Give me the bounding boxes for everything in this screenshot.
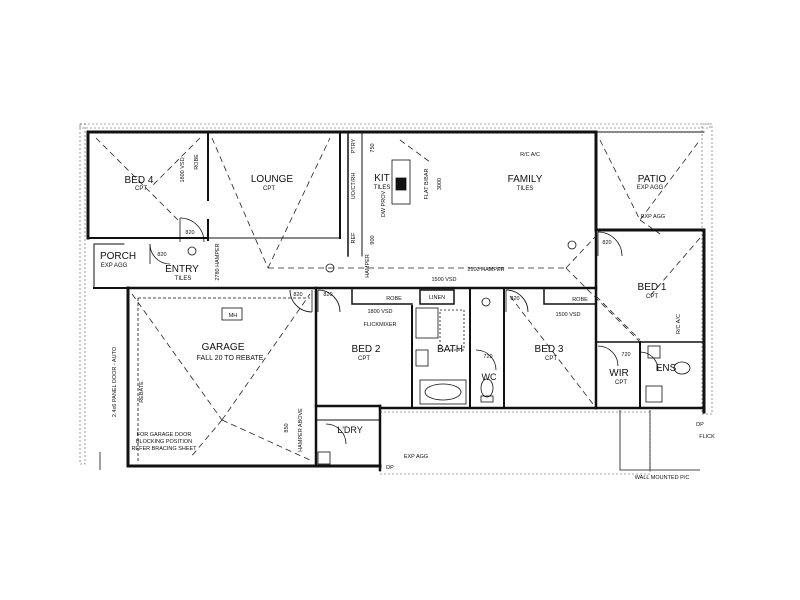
dim-720-bath: 720 bbox=[483, 354, 492, 360]
dim-820-bed3: 820 bbox=[510, 296, 519, 302]
dim-820-garage: 820 bbox=[293, 292, 302, 298]
dim-850: 850 bbox=[284, 423, 290, 432]
dim-820-bed1: 820 bbox=[602, 240, 611, 246]
room-finish-entry: TILES bbox=[175, 276, 192, 282]
shower bbox=[415, 307, 439, 339]
manhole bbox=[221, 307, 243, 321]
vsd-label-bed3: 1500 VSD bbox=[555, 312, 580, 318]
annotations: ROBE LINEN ROBE 1800 VSD 1500 VSD 1500 V… bbox=[131, 152, 715, 481]
wall-mounted-label: WALL MOUNTED P/C bbox=[635, 475, 690, 481]
smoke-detector-icon bbox=[567, 240, 577, 250]
room-name-garage: GARAGE bbox=[202, 342, 245, 353]
mh-label: MH bbox=[229, 313, 238, 319]
room-name-patio: PATIO bbox=[638, 174, 667, 185]
vsd-label-bed2: 1800 VSD bbox=[367, 309, 392, 315]
walls bbox=[86, 130, 706, 472]
room-finish-family: TILES bbox=[517, 186, 534, 192]
robe-label-bed3: ROBE bbox=[572, 297, 588, 303]
room-finish-kit: TILES bbox=[374, 185, 391, 191]
flick-label: FLICK bbox=[699, 434, 715, 440]
rcac-label-bed1: R/C A/C bbox=[676, 314, 682, 334]
room-name-lounge: LOUNGE bbox=[251, 174, 294, 185]
room-name-bed1: BED 1 bbox=[638, 282, 667, 293]
room-finish-bed3: CPT bbox=[545, 356, 557, 362]
hamper-label: HAMPER bbox=[365, 254, 371, 278]
toilet bbox=[480, 378, 494, 398]
garage-note-1: FOR GARAGE DOOR bbox=[137, 432, 192, 438]
smoke-detector-icon bbox=[325, 263, 335, 273]
dp-label-1: DP bbox=[386, 465, 394, 471]
garage-door-label: 2.4x6 PANEL DOOR - AUTO bbox=[112, 346, 118, 417]
rotated-annotations: 1800 VSD ROBE PTRY UO/CT/RH DW PROV FLAT… bbox=[112, 138, 682, 451]
ref-label: REF bbox=[351, 232, 357, 244]
roof-hip-lines bbox=[95, 137, 701, 461]
room-finish-bed2: CPT bbox=[358, 356, 370, 362]
smoke-detector-icon bbox=[481, 297, 491, 307]
room-finish-bed1: CPT bbox=[646, 294, 658, 300]
room-name-ldry: L'DRY bbox=[337, 425, 363, 435]
room-name-ens: ENS bbox=[656, 363, 677, 374]
room-finish-patio: EXP AGG bbox=[637, 185, 664, 191]
flat-bar-label: FLAT B/BAR bbox=[424, 168, 430, 199]
ptry-label: PTRY bbox=[351, 138, 357, 153]
room-finish-garage: FALL 20 TO REBATE bbox=[197, 355, 264, 362]
laundry-tub bbox=[317, 451, 331, 465]
room-finish-lounge: CPT bbox=[263, 186, 275, 192]
room-finish-wir: CPT bbox=[615, 380, 627, 386]
room-name-entry: ENTRY bbox=[165, 264, 199, 275]
room-finish-bed4: CPT bbox=[135, 186, 147, 192]
dim-3000: 3000 bbox=[437, 178, 443, 190]
room-name-bed2: BED 2 bbox=[352, 344, 381, 355]
garage-note-2: BLOCKING POSITION bbox=[136, 439, 192, 445]
hamper-above-label: HAMPER ABOVE bbox=[298, 408, 304, 452]
dim-820-bed2: 820 bbox=[323, 292, 332, 298]
bathtub bbox=[419, 379, 467, 405]
robe-dim-bed4: 1800 VSD bbox=[180, 157, 186, 182]
dim-820-bed4: 820 bbox=[185, 230, 194, 236]
room-name-bed3: BED 3 bbox=[535, 344, 564, 355]
rebate-label: REBATE bbox=[139, 381, 145, 403]
room-name-bed4: BED 4 bbox=[125, 175, 154, 186]
dim-750: 750 bbox=[370, 143, 376, 152]
garage-note-3: REFER BRACING SHEET bbox=[131, 446, 197, 452]
smoke-detector-icon bbox=[187, 246, 197, 256]
flickmixer-label: FLICKMIXER bbox=[363, 322, 396, 328]
room-finish-porch: EXP AGG bbox=[101, 263, 128, 269]
dim-900: 900 bbox=[370, 235, 376, 244]
room-name-wc: WC bbox=[482, 372, 497, 382]
linen-label: LINEN bbox=[429, 295, 445, 301]
patio-dim-label: EXP AGG bbox=[641, 214, 665, 220]
room-name-family: FAMILY bbox=[508, 174, 543, 185]
door-swings bbox=[149, 217, 659, 445]
fixtures bbox=[99, 159, 700, 471]
dim-2780-hamper: 2780 HAMPER bbox=[215, 243, 221, 280]
exp-agg-label: EXP AGG bbox=[404, 454, 428, 460]
dw-prov-label: DW PROV bbox=[381, 191, 387, 218]
robe-label-bed2: ROBE bbox=[386, 296, 402, 302]
dim-2100-hamper: 2100 HAMPER bbox=[467, 267, 504, 273]
room-labels: BED 4 CPT LOUNGE CPT KIT TILES FAMILY TI… bbox=[100, 173, 677, 435]
room-name-bath: BATH bbox=[437, 344, 463, 355]
dim-820-entry: 820 bbox=[157, 252, 166, 258]
room-name-porch: PORCH bbox=[100, 251, 136, 262]
robe-label-bed4: ROBE bbox=[194, 154, 200, 170]
kitchen-island bbox=[391, 159, 411, 205]
uo-ct-rh-label: UO/CT/RH bbox=[351, 173, 357, 200]
dp-label-2: DP bbox=[696, 422, 704, 428]
vsd-label-corridor: 1500 VSD bbox=[431, 277, 456, 283]
room-name-wir: WIR bbox=[609, 368, 628, 379]
room-name-kit: KIT bbox=[374, 173, 390, 184]
rcac-label-family: R/C A/C bbox=[520, 152, 540, 158]
dim-720-wir: 720 bbox=[621, 352, 630, 358]
